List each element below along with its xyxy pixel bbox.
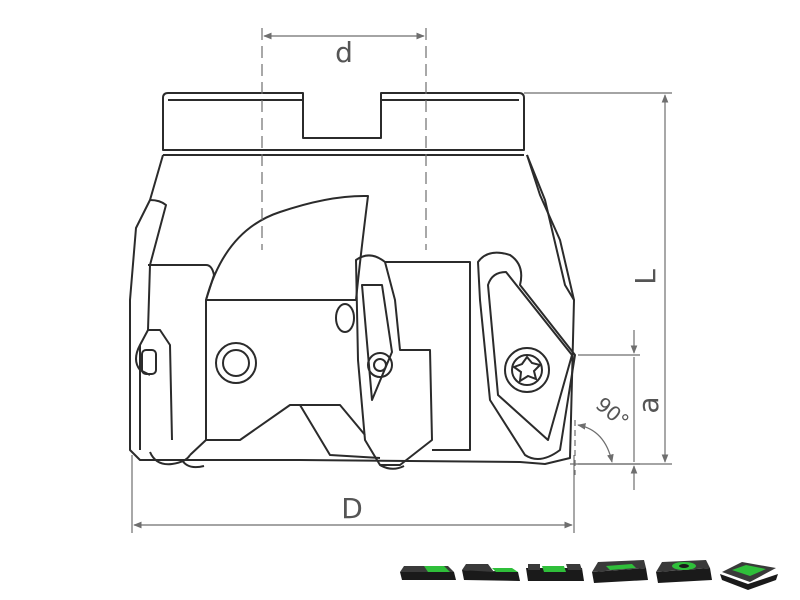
insert-icon-3	[526, 564, 584, 581]
label-angle: 90°	[591, 392, 634, 433]
insert-icon-1	[400, 566, 456, 580]
insert-screw-right	[504, 347, 550, 393]
chip-gash	[205, 194, 369, 301]
center-insert	[355, 254, 433, 466]
left-flute	[139, 199, 167, 450]
right-insert	[477, 251, 576, 460]
label-d: d	[335, 36, 353, 69]
angle-arc	[577, 423, 614, 463]
insert-screw-center	[367, 352, 393, 378]
cutter-body	[129, 92, 576, 470]
insert-icon-5	[656, 560, 712, 583]
label-L: L	[629, 269, 662, 285]
pin-hole	[335, 303, 355, 333]
label-a: a	[632, 396, 665, 413]
insert-icon-strip	[400, 560, 778, 590]
coolant-hole	[215, 342, 257, 384]
body-outline	[129, 154, 575, 465]
dimension-lines	[131, 28, 672, 533]
insert-icon-4	[592, 560, 648, 583]
insert-icon-6	[720, 562, 778, 590]
label-D: D	[341, 492, 363, 525]
torx-socket	[511, 355, 542, 383]
insert-icon-2	[462, 564, 520, 581]
hub-top	[162, 92, 525, 151]
dimension-labels: d L a D 90°	[335, 36, 665, 525]
fasteners	[141, 303, 550, 393]
